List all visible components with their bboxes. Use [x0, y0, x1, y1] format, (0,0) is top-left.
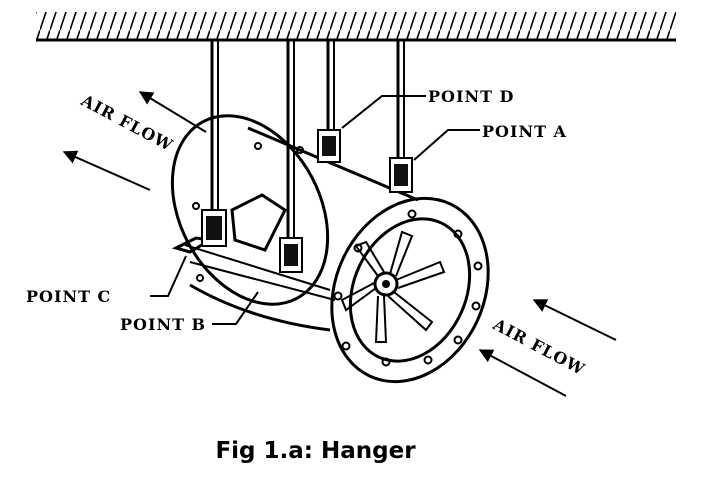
hanger-rods: [210, 40, 405, 238]
ceiling: [36, 12, 676, 42]
hanger-clamp-b: [279, 237, 303, 273]
figure-caption: Fig 1.a: Hanger: [0, 438, 701, 464]
hanger-clamp-d: [317, 129, 341, 163]
fan-front-flange: [330, 196, 490, 384]
air-flow-label-top: AIR FLOW: [77, 90, 176, 155]
leader-lines: [150, 95, 480, 325]
point-b-label: POINT B: [120, 315, 206, 334]
hanger-clamp-a: [389, 157, 413, 193]
air-flow-label-bottom: AIR FLOW: [489, 314, 588, 379]
air-flow-arrows-top: [62, 91, 207, 191]
point-c-label: POINT C: [26, 287, 111, 306]
air-flow-arrows-bottom: [478, 299, 617, 397]
point-d-label: POINT D: [428, 87, 514, 106]
point-a-label: POINT A: [482, 122, 567, 141]
figure-caption-text: Fig 1.a: Hanger: [215, 438, 416, 464]
fan-housing: [170, 114, 419, 332]
hanger-clamp-c: [201, 209, 227, 247]
